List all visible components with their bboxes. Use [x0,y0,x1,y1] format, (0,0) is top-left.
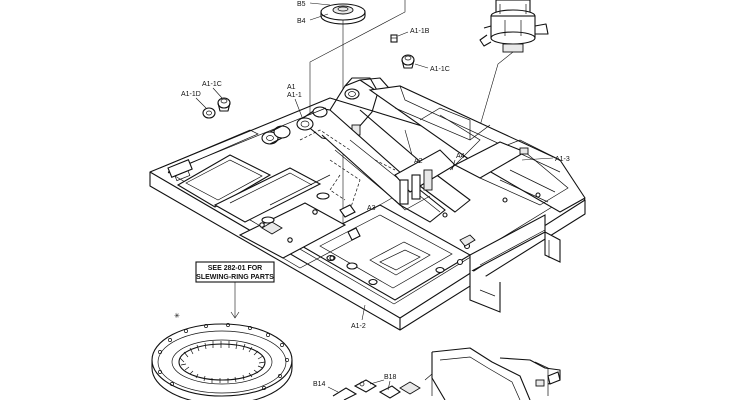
label-b4: B4 [297,18,306,25]
label-a1-1d: A1-1D [181,91,201,98]
upper-frame [149,85,586,331]
lower-bracket-part [332,373,433,400]
label-a1-1c-left: A1-1C [202,81,222,88]
label-b5: B5 [297,1,306,8]
slewing-ring-note: SEE 282-01 FOR SLEWING-RING PARTS [195,261,275,319]
gear-teeth [179,341,266,383]
note-line-1: SEE 282-01 FOR [208,265,262,272]
bushing-part [261,125,291,145]
lower-frame-part [431,347,561,400]
label-a2: A2 [414,158,423,165]
fitting-a1-1b [390,34,398,43]
label-a1: A1 [287,84,296,91]
plug-a1-1c-right [401,54,415,69]
label-b14: B14 [313,381,326,388]
label-a1-1c-right: A1-1C [430,66,450,73]
label-a1-2: A1-2 [351,323,366,330]
plug-a1-1d [202,107,216,119]
ring-marker-icon: ✳ [174,312,180,320]
label-a1-1b: A1-1B [410,28,430,35]
plug-a1-1c-left [217,97,231,112]
note-line-2: SLEWING-RING PARTS [196,274,274,281]
swivel-joint-part [479,0,549,53]
label-b18: B18 [384,374,397,381]
label-a1-1: A1-1 [287,92,302,99]
slewing-ring-part [151,323,293,400]
label-a3: A3 [367,205,376,212]
boom-bracket [296,77,406,141]
label-a1-3: A1-3 [555,156,570,163]
label-a4: A4 [456,153,465,160]
